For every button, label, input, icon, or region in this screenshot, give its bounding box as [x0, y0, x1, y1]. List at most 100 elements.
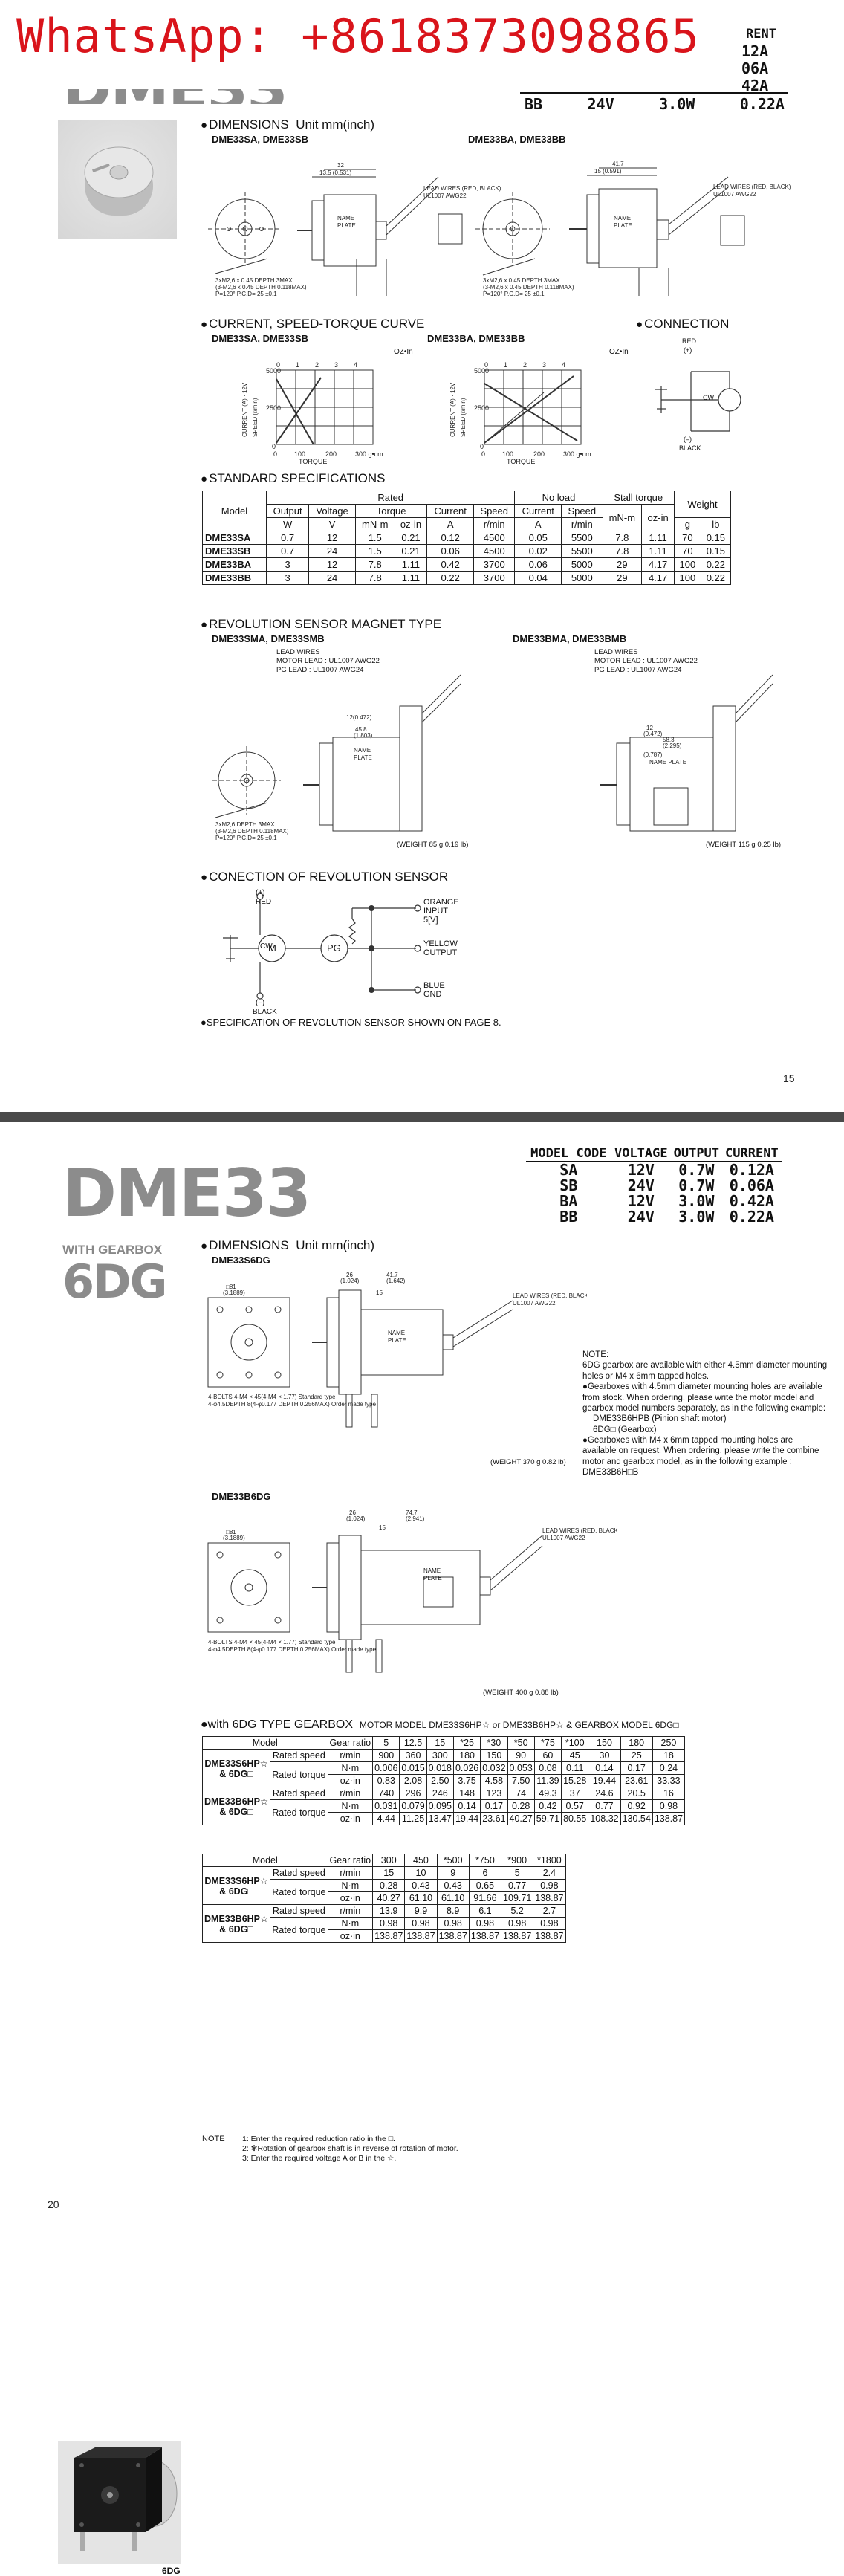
svg-text:PLATE: PLATE — [354, 754, 372, 761]
motor-photo — [58, 120, 177, 239]
dims-heading-2: ●DIMENSIONS Unit mm(inch) — [201, 1238, 374, 1252]
gearbox-model-cell: DME33S6HP☆& 6DG□ — [201, 1749, 271, 1787]
svg-text:PLATE: PLATE — [337, 222, 356, 229]
sensor-circuit — [223, 893, 421, 1000]
svg-text:15: 15 — [376, 1289, 383, 1296]
svg-text:1: 1 — [296, 361, 299, 369]
svg-text:(1.024): (1.024) — [340, 1278, 360, 1284]
svg-text:4-BOLTS 4-M4 × 45(4-M4 × 1.77): 4-BOLTS 4-M4 × 45(4-M4 × 1.77) Standard … — [208, 1394, 336, 1400]
magnet-right-models: DME33BMA, DME33BMB — [513, 633, 627, 644]
sensor-red-label: RED — [256, 898, 272, 906]
curve-right-unit: OZ•In — [609, 348, 629, 356]
drawing-s-lead: LEAD WIRES (RED, BLACK) — [513, 1292, 587, 1299]
svg-text:(0.787): (0.787) — [643, 751, 663, 758]
footnotes: 1: Enter the required reduction ratio in… — [242, 2135, 458, 2163]
svg-text:(3-M2,6 x 0.45 DEPTH 0.118MAX): (3-M2,6 x 0.45 DEPTH 0.118MAX) — [483, 284, 574, 291]
col-model-code: MODEL CODE — [526, 1147, 611, 1162]
svg-text:NAME: NAME — [614, 215, 631, 221]
svg-text:100: 100 — [294, 450, 305, 458]
svg-text:(3.1889): (3.1889) — [223, 1535, 245, 1541]
magnet-heading: ●REVOLUTION SENSOR MAGNET TYPE — [201, 617, 442, 631]
page-number-15: 15 — [783, 1072, 795, 1084]
conn-minus-label: (–) — [684, 436, 692, 443]
svg-text:SPEED (r/min): SPEED (r/min) — [252, 398, 259, 437]
dims-left-models: DME33SA, DME33SB — [212, 134, 309, 145]
magnet-left-models: DME33SMA, DME33SMB — [212, 633, 325, 644]
svg-text:UL1007 AWG22: UL1007 AWG22 — [542, 1535, 585, 1541]
svg-text:□81: □81 — [226, 1529, 236, 1535]
gearbox-model-cell: DME33B6HP☆& 6DG□ — [201, 1787, 271, 1825]
svg-text:CURRENT (A) · 12V: CURRENT (A) · 12V — [241, 382, 248, 437]
svg-text:PLATE: PLATE — [423, 1575, 442, 1582]
svg-text:4-BOLTS 4-M4 × 45(4-M4 × 1.77): 4-BOLTS 4-M4 × 45(4-M4 × 1.77) Standard … — [208, 1639, 336, 1645]
magnet-right-weight: (WEIGHT 115 g 0.25 lb) — [706, 841, 782, 849]
svg-text:PLATE: PLATE — [614, 222, 632, 229]
svg-text:P=120° P.C.D= 25 ±0.1: P=120° P.C.D= 25 ±0.1 — [483, 291, 545, 297]
svg-text:(3-M2,6 DEPTH 0.118MAX): (3-M2,6 DEPTH 0.118MAX) — [215, 828, 289, 835]
svg-text:CURRENT (A) · 12V: CURRENT (A) · 12V — [449, 382, 456, 437]
svg-text:26: 26 — [346, 1272, 353, 1278]
svg-text:0: 0 — [273, 450, 277, 458]
svg-text:5000: 5000 — [474, 367, 489, 375]
gearbox-model-cell: DME33B6HP☆& 6DG□ — [201, 1904, 271, 1943]
spec-heading: ●STANDARD SPECIFICATIONS — [201, 471, 386, 485]
svg-text:P=120° P.C.D= 25 ±0.1: P=120° P.C.D= 25 ±0.1 — [215, 835, 277, 841]
connection-diagram: RED (+) CW (–) BLACK — [646, 334, 765, 453]
svg-text:(1.803): (1.803) — [354, 732, 373, 739]
spec-col-rated: Rated — [265, 491, 516, 505]
spec-col-stall: Stall torque — [602, 491, 675, 505]
svg-text:LEAD WIRES (RED, BLACK): LEAD WIRES (RED, BLACK) — [713, 184, 791, 190]
col-output: OUTPUT — [670, 1147, 722, 1162]
current-column-fragment: 12A 06A 42A — [741, 42, 769, 94]
svg-text:(3.1889): (3.1889) — [223, 1289, 245, 1296]
conn-black-label: BLACK — [679, 444, 701, 452]
sensor-black-label: BLACK — [253, 1008, 277, 1016]
svg-text:4: 4 — [354, 361, 357, 369]
magnet-left-weight: (WEIGHT 85 g 0.19 lb) — [397, 841, 469, 849]
svg-text:2: 2 — [523, 361, 527, 369]
conn-cw-label: CW — [703, 394, 714, 401]
svg-text:NAME PLATE: NAME PLATE — [649, 759, 686, 766]
svg-text:2: 2 — [315, 361, 319, 369]
svg-text:32: 32 — [337, 162, 344, 169]
svg-text:200: 200 — [533, 450, 545, 458]
svg-text:UL1007 AWG22: UL1007 AWG22 — [423, 192, 467, 199]
svg-text:100: 100 — [502, 450, 513, 458]
svg-text:0: 0 — [276, 361, 280, 369]
drawing-b-lead: LEAD WIRES (RED, BLACK) — [542, 1527, 617, 1534]
svg-text:41.7: 41.7 — [612, 161, 624, 167]
svg-text:(0.472): (0.472) — [643, 731, 663, 737]
svg-text:SPEED (r/min): SPEED (r/min) — [460, 398, 467, 437]
svg-text:NAME: NAME — [388, 1330, 405, 1336]
svg-text:1: 1 — [504, 361, 507, 369]
svg-text:2500: 2500 — [266, 404, 281, 412]
svg-text:LEAD WIRES (RED, BLACK): LEAD WIRES (RED, BLACK) — [423, 185, 501, 192]
svg-text:41.7: 41.7 — [386, 1272, 398, 1278]
motor-image — [84, 146, 154, 216]
gearbox-model-cell: DME33S6HP☆& 6DG□ — [201, 1866, 271, 1905]
svg-text:0: 0 — [484, 361, 488, 369]
page-separator — [0, 1112, 844, 1122]
current-header-fragment: RENT — [746, 27, 776, 42]
standard-spec-table: Model Rated No load Stall torque Weight … — [202, 491, 732, 585]
spec-col-noload: No load — [514, 491, 603, 505]
with-gearbox-label: WITH GEARBOX — [62, 1243, 163, 1257]
page-number-20: 20 — [48, 2198, 59, 2210]
curve-left-models: DME33SA, DME33SB — [212, 333, 309, 344]
